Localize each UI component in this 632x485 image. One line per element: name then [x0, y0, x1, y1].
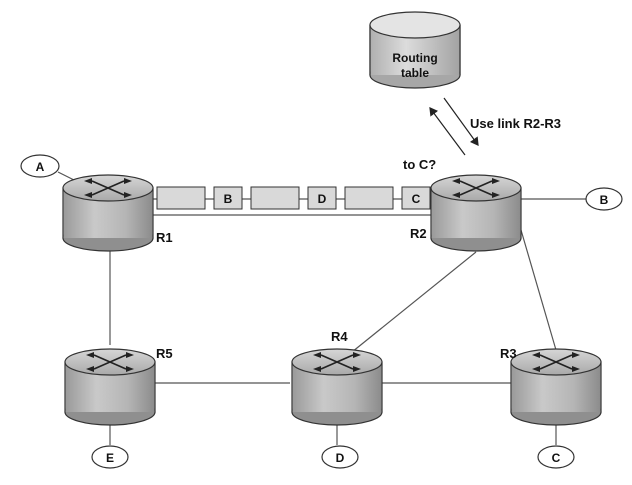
router-r1: R1: [62, 174, 173, 252]
svg-text:B: B: [224, 192, 233, 206]
host-b: B: [585, 187, 623, 211]
arrow-from-routing-table: [443, 97, 479, 146]
packet: [250, 186, 300, 210]
svg-text:A: A: [36, 160, 45, 174]
svg-text:E: E: [106, 451, 114, 465]
packet: [344, 186, 394, 210]
packet: [156, 186, 206, 210]
router-r3-label: R3: [500, 346, 517, 361]
router-r5: R5: [64, 346, 173, 426]
annotation-query: to C?: [403, 157, 436, 172]
router-r3: R3: [500, 346, 602, 426]
host-c: C: [537, 445, 575, 469]
svg-text:D: D: [318, 192, 327, 206]
router-r2: R2: [410, 174, 522, 252]
packet-queue: B D C: [156, 186, 431, 210]
svg-text:C: C: [412, 192, 421, 206]
router-r4: R4: [291, 329, 383, 426]
annotation-answer: Use link R2-R3: [470, 116, 561, 131]
svg-text:C: C: [552, 451, 561, 465]
host-d: D: [321, 445, 359, 469]
arrow-to-routing-table: [429, 107, 466, 156]
router-icon: [62, 174, 154, 252]
link-r2-r3: [520, 229, 557, 351]
router-icon: [64, 348, 156, 426]
router-r5-label: R5: [156, 346, 173, 361]
routing-table-label-line2: table: [401, 66, 429, 80]
routing-table-label-line1: Routing: [392, 51, 437, 65]
host-e: E: [91, 445, 129, 469]
svg-text:D: D: [336, 451, 345, 465]
packet-b: B: [213, 186, 243, 210]
packet-d: D: [307, 186, 337, 210]
router-r1-label: R1: [156, 230, 173, 245]
router-r2-label: R2: [410, 226, 427, 241]
packet-c: C: [401, 186, 431, 210]
router-icon: [291, 348, 383, 426]
svg-text:B: B: [600, 193, 609, 207]
link-r2-r4: [351, 251, 477, 353]
router-r4-label: R4: [331, 329, 348, 344]
routing-table-database: Routing table: [369, 11, 461, 89]
router-icon: [430, 174, 522, 252]
router-icon: [510, 348, 602, 426]
host-a: A: [20, 154, 60, 178]
